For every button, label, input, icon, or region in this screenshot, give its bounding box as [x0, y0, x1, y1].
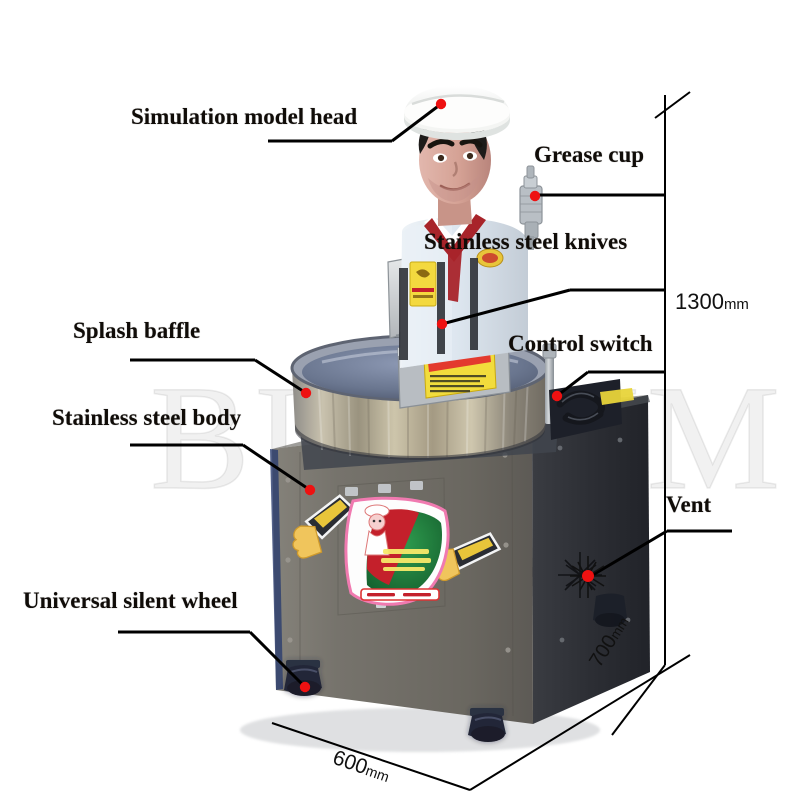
marker-control-switch [551, 390, 563, 402]
chef-hat [404, 86, 510, 140]
caster-wheels [284, 593, 627, 742]
marker-universal-silent-wheel [299, 681, 311, 693]
control-cable-highlight [561, 392, 599, 421]
dimension-line-width [271, 722, 471, 791]
caster-wheel-front-right [468, 708, 506, 742]
callout-stainless-steel-body: Stainless steel body [52, 405, 242, 430]
leader-stainless-steel-body [130, 443, 311, 492]
callout-stainless-steel-knives: Stainless steel knives [424, 229, 628, 254]
chef-mannequin [399, 86, 528, 368]
marker-vent [570, 556, 606, 598]
dimension-height-value: 1300 [675, 289, 724, 314]
jacket-sticker-left [409, 261, 437, 307]
callout-simulation-model-head: Simulation model head [131, 104, 358, 129]
leader-simulation-model-head [268, 102, 442, 143]
dimension-tick-top [654, 91, 691, 119]
callout-control-switch: Control switch [508, 331, 653, 356]
dimension-height-unit: mm [723, 296, 749, 313]
callout-vent: Vent [666, 492, 712, 517]
marker-splash-baffle [300, 387, 312, 399]
chef-badge-sticker [344, 496, 450, 606]
caster-wheel-front-left [284, 660, 322, 696]
callout-grease-cup: Grease cup [534, 142, 645, 167]
marker-stainless-steel-knives [436, 318, 448, 330]
dimension-height: 1300mm [675, 291, 749, 313]
marker-simulation-model-head [435, 98, 447, 110]
marker-stainless-steel-body [304, 484, 316, 496]
cabinet-stickers [292, 494, 502, 606]
callout-splash-baffle: Splash baffle [73, 318, 201, 343]
callout-universal-silent-wheel: Universal silent wheel [23, 588, 238, 613]
marker-grease-cup [529, 190, 541, 202]
leader-control-switch [556, 370, 665, 398]
caster-wheel-rear-right [593, 593, 627, 627]
marker-dots [299, 98, 606, 693]
jacket-sticker-right [476, 248, 504, 268]
control-switch-box [549, 379, 634, 440]
leader-universal-silent-wheel [118, 630, 307, 689]
leader-stainless-steel-knives [441, 288, 665, 326]
leader-vent [590, 529, 732, 578]
leader-splash-baffle [130, 358, 307, 395]
dimension-line-depth [469, 654, 691, 791]
